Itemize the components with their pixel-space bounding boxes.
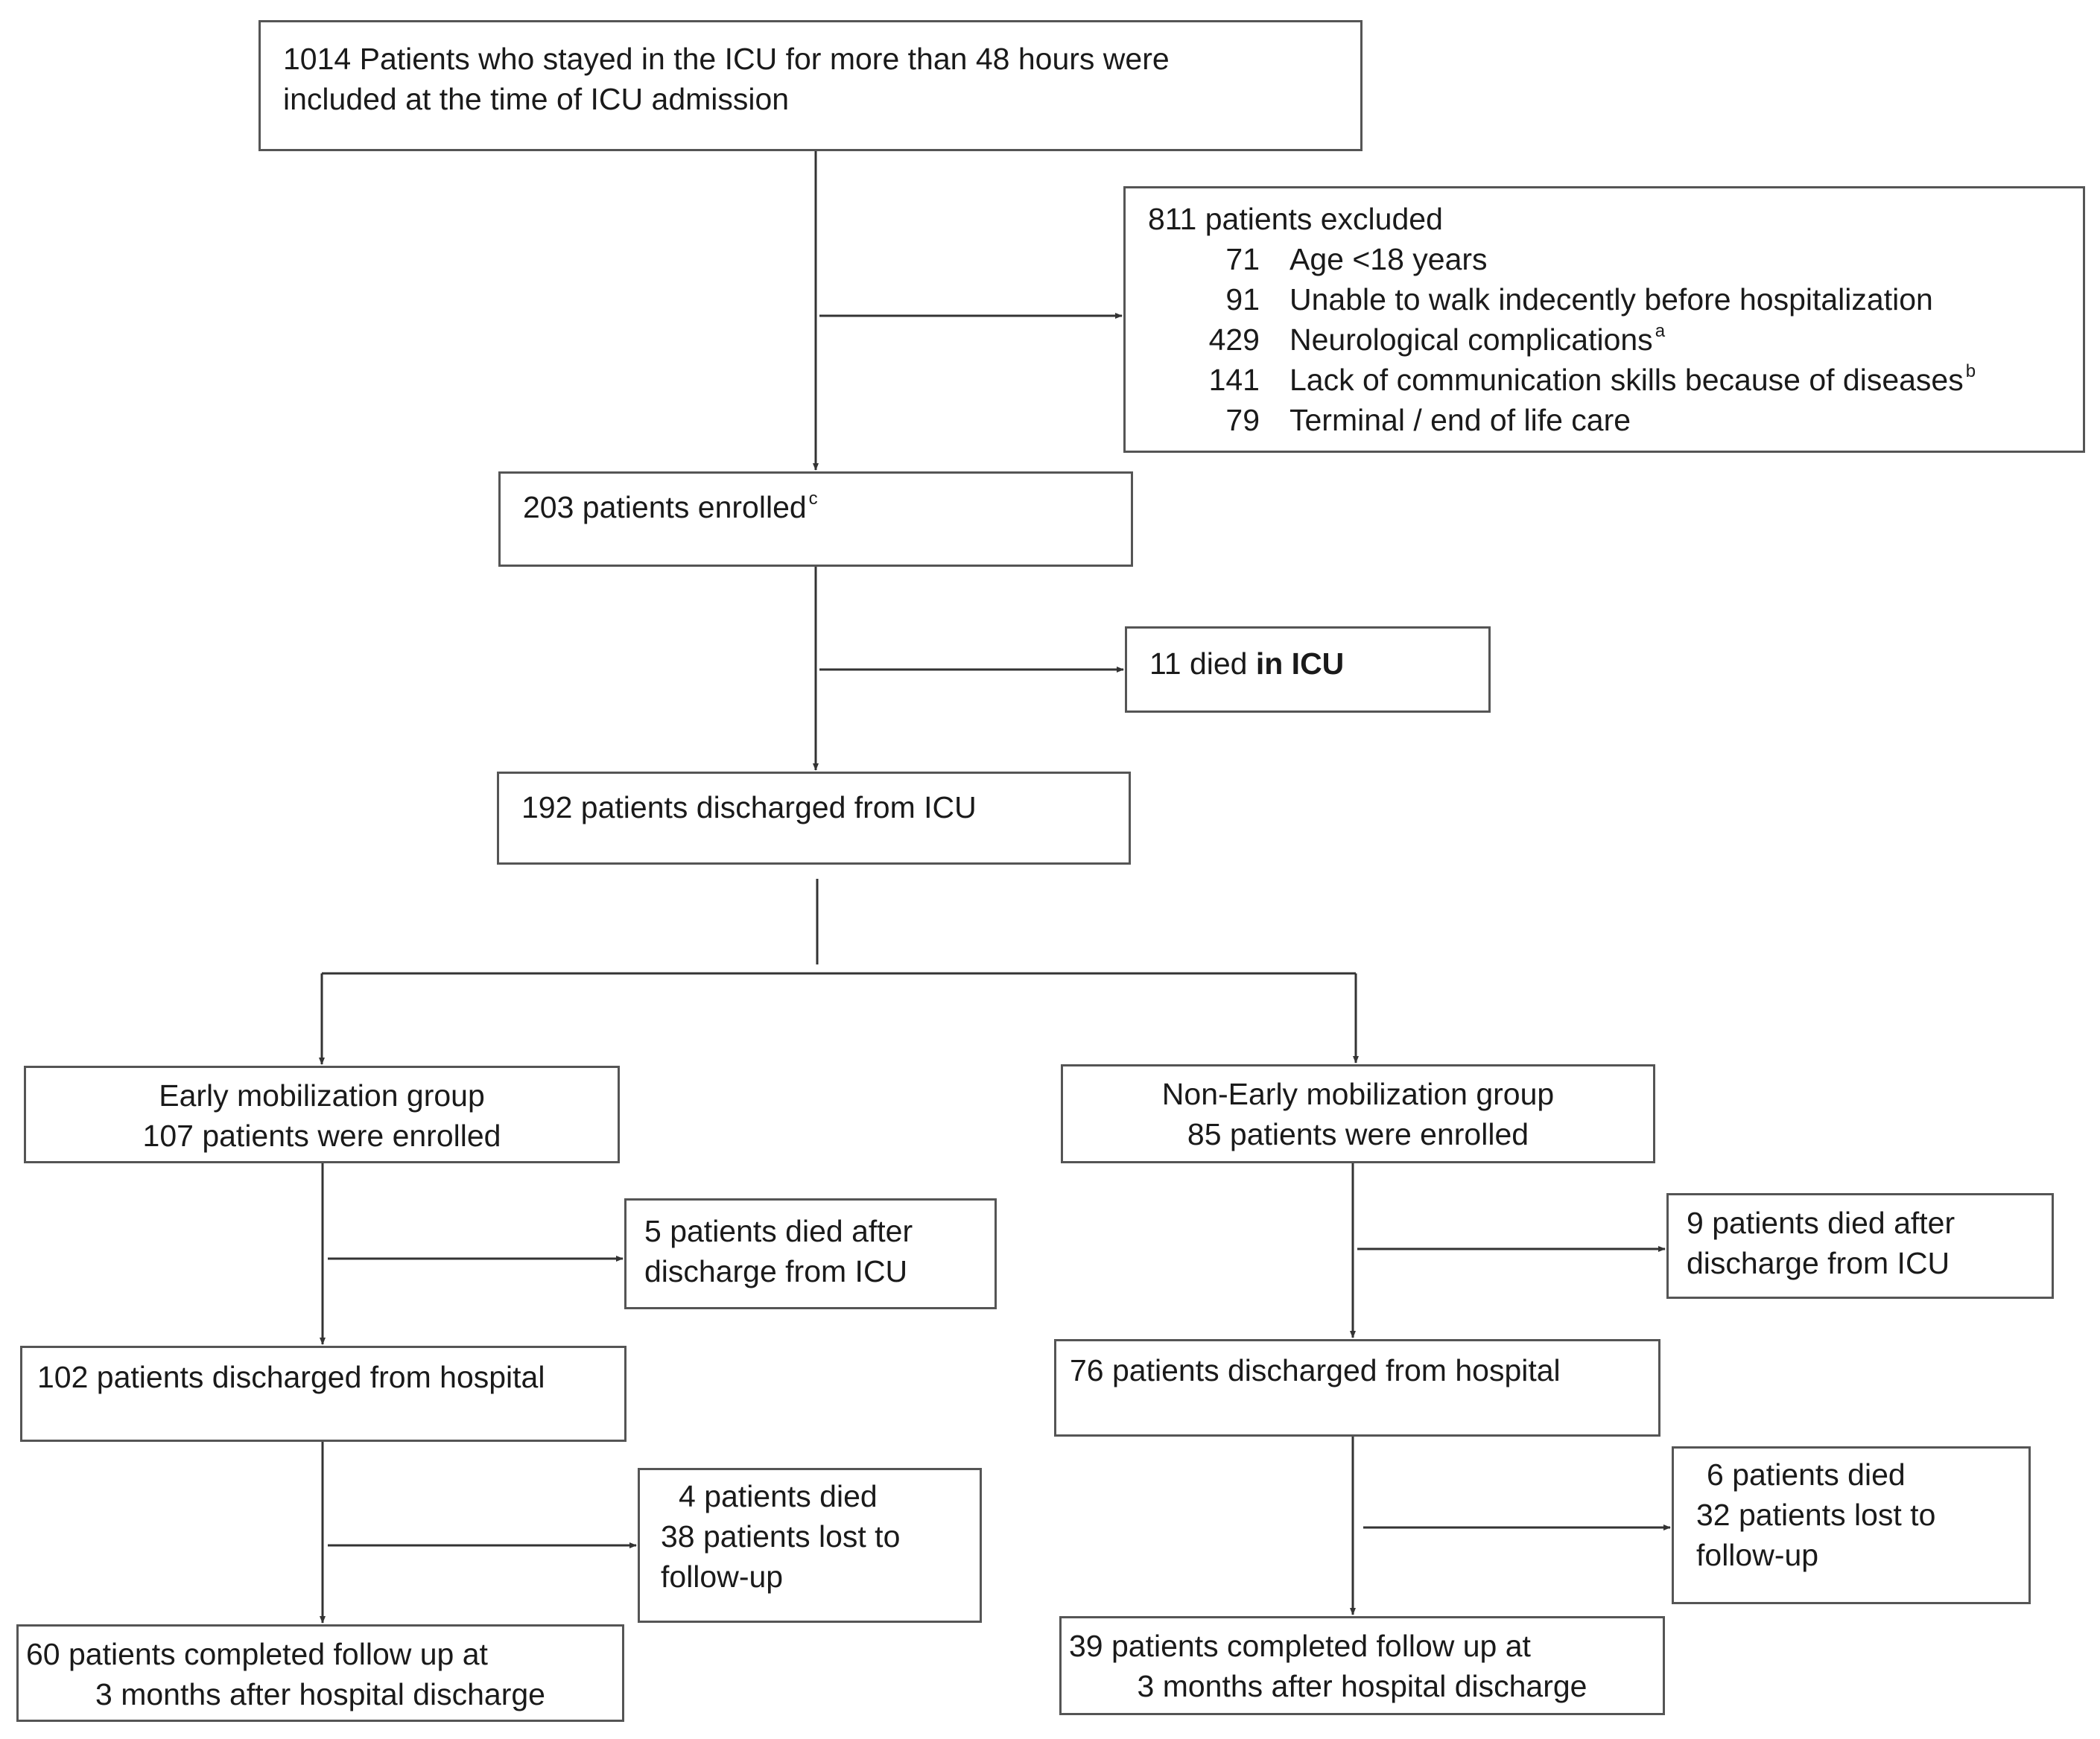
text: 3 months after hospital discharge xyxy=(95,1677,545,1711)
count: 141 xyxy=(1208,363,1260,397)
text: 39 patients completed follow up at xyxy=(1069,1629,1531,1663)
count: 71 xyxy=(1225,242,1260,276)
excluded-title: 811 patients excluded xyxy=(1148,202,1443,236)
text: 9 patients died after xyxy=(1687,1206,1955,1240)
box-non-early-completed: 39 patients completed follow up at 3 mon… xyxy=(1059,1616,1665,1715)
text: 1014 Patients who stayed in the ICU for … xyxy=(283,42,1170,76)
text: 102 patients discharged from hospital xyxy=(37,1360,545,1394)
text: follow-up xyxy=(1696,1538,1819,1572)
reason: Terminal / end of life care xyxy=(1289,403,1631,437)
footnote-mark: a xyxy=(1655,321,1666,341)
text: 85 patients were enrolled xyxy=(1187,1117,1529,1151)
box-early-lost: 4 patients died 38 patients lost to foll… xyxy=(638,1468,982,1623)
box-early-group: Early mobilization group 107 patients we… xyxy=(24,1066,620,1163)
reason: Unable to walk indecently before hospita… xyxy=(1289,282,1933,317)
exclusion-item: 141 Lack of communication skills because … xyxy=(1148,360,2061,400)
count: 429 xyxy=(1208,322,1260,357)
box-early-completed: 60 patients completed follow up at 3 mon… xyxy=(16,1624,624,1722)
box-discharged-icu: 192 patients discharged from ICU xyxy=(497,772,1131,865)
text: 203 patients enrolled xyxy=(523,490,807,524)
text: Non-Early mobilization group xyxy=(1161,1077,1555,1111)
text: 107 patients were enrolled xyxy=(142,1119,501,1153)
text: follow-up xyxy=(661,1560,784,1594)
exclusion-item: 79 Terminal / end of life care xyxy=(1148,400,2061,440)
exclusion-item: 71 Age <18 years xyxy=(1148,239,2061,279)
reason: Neurological complications xyxy=(1289,322,1653,357)
footnote-mark: b xyxy=(1965,361,1976,381)
text: discharge from ICU xyxy=(1687,1246,1950,1280)
box-non-early-lost: 6 patients died 32 patients lost to foll… xyxy=(1672,1446,2031,1604)
text: 60 patients completed follow up at xyxy=(26,1637,488,1671)
box-initial-patients: 1014 Patients who stayed in the ICU for … xyxy=(258,20,1363,151)
box-non-early-discharged-hospital: 76 patients discharged from hospital xyxy=(1054,1339,1660,1437)
count: 79 xyxy=(1225,403,1260,437)
text: 76 patients discharged from hospital xyxy=(1070,1353,1561,1387)
box-non-early-died-after-icu: 9 patients died after discharge from ICU xyxy=(1666,1193,2054,1299)
text: 6 patients died xyxy=(1707,1457,1906,1492)
reason: Lack of communication skills because of … xyxy=(1289,363,1964,397)
count: 91 xyxy=(1225,282,1260,317)
reason: Age <18 years xyxy=(1289,242,1488,276)
exclusion-item: 91 Unable to walk indecently before hospi… xyxy=(1148,279,2061,319)
box-early-discharged-hospital: 102 patients discharged from hospital xyxy=(20,1346,626,1442)
box-non-early-group: Non-Early mobilization group 85 patients… xyxy=(1061,1064,1655,1163)
text: included at the time of ICU admission xyxy=(283,82,790,116)
text: 38 patients lost to xyxy=(661,1519,901,1554)
box-excluded: 811 patients excluded 71 Age <18 years 91… xyxy=(1123,186,2085,453)
text: 11 died xyxy=(1149,646,1256,681)
box-early-died-after-icu: 5 patients died after discharge from ICU xyxy=(624,1198,997,1309)
text: 3 months after hospital discharge xyxy=(1137,1669,1587,1703)
box-died-icu: 11 died in ICU xyxy=(1125,626,1491,713)
text-bold: in ICU xyxy=(1255,646,1345,681)
reason-with-footnote: Lack of communication skills because of … xyxy=(1289,360,1976,400)
text: 32 patients lost to xyxy=(1696,1498,1936,1532)
text: 5 patients died after xyxy=(644,1214,913,1248)
text: 4 patients died xyxy=(679,1479,878,1513)
text: 192 patients discharged from ICU xyxy=(521,790,977,824)
text: Early mobilization group xyxy=(159,1078,485,1113)
footnote-mark: c xyxy=(808,489,818,509)
text: discharge from ICU xyxy=(644,1254,908,1288)
